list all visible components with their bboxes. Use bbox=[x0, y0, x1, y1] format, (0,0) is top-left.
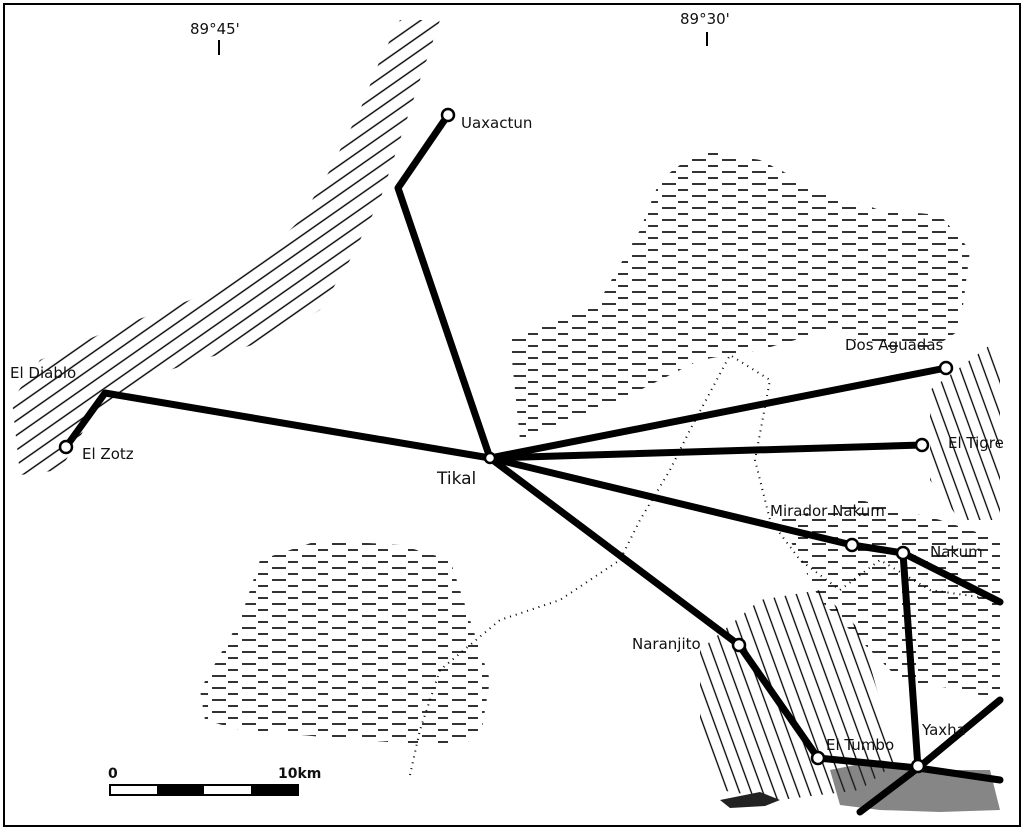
marker-mirador-nakum[interactable] bbox=[844, 537, 860, 553]
dotted-trail bbox=[409, 353, 1001, 776]
label-yaxha: Yaxha bbox=[921, 721, 966, 739]
marker-el-tigre[interactable] bbox=[914, 437, 930, 453]
route-yaxha-east bbox=[914, 764, 1004, 784]
lowland-dash-southwest bbox=[200, 540, 490, 745]
route-tikal-el-zotz bbox=[62, 389, 494, 462]
lowland-dash-east bbox=[780, 500, 1000, 700]
marker-el-zotz[interactable] bbox=[58, 439, 74, 455]
upland-hatch-east bbox=[930, 345, 1000, 520]
label-el-tigre: El Tigre bbox=[948, 434, 1004, 452]
scale-bar-end-label: 10km bbox=[278, 766, 321, 782]
route-tikal-uaxactun bbox=[394, 111, 494, 462]
label-el-tumbo: El Tumbo bbox=[826, 736, 894, 754]
marker-dos-aguadas[interactable] bbox=[938, 360, 954, 376]
route-yaxha-south bbox=[856, 764, 922, 816]
marker-uaxactun[interactable] bbox=[440, 107, 456, 123]
route-tikal-dos-aguadas bbox=[486, 364, 950, 462]
marker-nakum[interactable] bbox=[895, 545, 911, 561]
scale-bar: 0 10km bbox=[108, 766, 321, 796]
scale-bar-segment-3 bbox=[204, 785, 251, 795]
marker-el-tumbo[interactable] bbox=[810, 750, 826, 766]
marker-yaxha[interactable] bbox=[910, 758, 926, 774]
scale-bar-start-label: 0 bbox=[108, 766, 118, 782]
scale-bar-segment-2 bbox=[157, 785, 204, 795]
upland-hatch-southeast bbox=[700, 590, 900, 800]
label-tikal: Tikal bbox=[436, 469, 476, 489]
marker-naranjito[interactable] bbox=[731, 637, 747, 653]
upland-hatch-northwest bbox=[12, 20, 440, 475]
marker-tikal[interactable] bbox=[483, 451, 497, 465]
label-nakum: Nakum bbox=[930, 543, 983, 561]
label-mirador-nakum: Mirador Nakum bbox=[770, 502, 885, 520]
route-tikal-naranjito-el-tumbo bbox=[486, 454, 922, 772]
label-uaxactun: Uaxactun bbox=[461, 114, 532, 132]
label-el-zotz: El Zotz bbox=[82, 445, 134, 463]
scale-bar-frame bbox=[109, 784, 299, 796]
scale-bar-segment-4 bbox=[251, 785, 298, 795]
longitude-label-right: 89°30' bbox=[680, 10, 730, 28]
swamp-fill-patch bbox=[720, 792, 780, 808]
route-tikal-nakum bbox=[486, 454, 1004, 606]
scale-bar-segment-1 bbox=[110, 785, 157, 795]
route-tikal-el-tigre bbox=[486, 441, 926, 462]
label-el-diablo: El Diablo bbox=[10, 364, 76, 382]
site-markers bbox=[58, 107, 954, 774]
lowland-dash-northeast bbox=[510, 150, 970, 440]
label-naranjito: Naranjito bbox=[632, 635, 701, 653]
label-dos-aguadas: Dos Aguadas bbox=[845, 336, 944, 354]
longitude-label-left: 89°45' bbox=[190, 20, 240, 38]
